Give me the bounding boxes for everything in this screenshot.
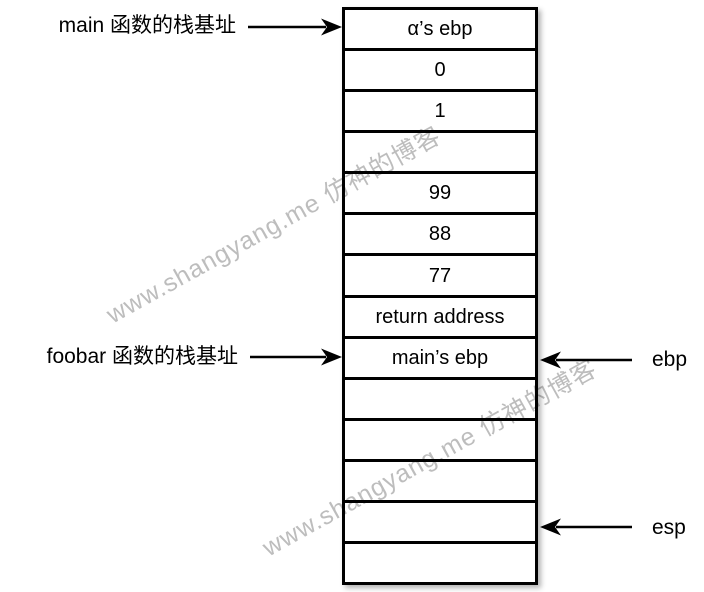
stack-cell-label: 88 bbox=[428, 223, 452, 246]
stack-row bbox=[345, 503, 535, 545]
stack-cell-label: main’s ebp bbox=[391, 346, 489, 369]
stack-row bbox=[345, 380, 535, 421]
foobar-base-arrow-icon bbox=[250, 348, 342, 366]
ebp-register-label: ebp bbox=[652, 348, 688, 371]
stack-row bbox=[345, 421, 535, 462]
stack-row: 88 bbox=[345, 215, 535, 257]
foobar-stack-base-label: foobar 函数的栈基址 bbox=[46, 345, 238, 368]
stack-memory-box: α’s ebp 0 1 99 88 77 return address main’s ebp bbox=[342, 7, 538, 585]
stack-cell-label: 99 bbox=[428, 182, 452, 205]
stack-row: α’s ebp bbox=[345, 10, 535, 52]
stack-row: return address bbox=[345, 298, 535, 339]
stack-row: 0 bbox=[345, 51, 535, 93]
esp-arrow-icon bbox=[540, 518, 632, 536]
stack-row: 99 bbox=[345, 174, 535, 216]
ebp-arrow-icon bbox=[540, 351, 632, 369]
stack-cell-label: 1 bbox=[434, 100, 446, 123]
stack-row bbox=[345, 462, 535, 503]
stack-cell-label: 77 bbox=[428, 264, 452, 287]
stack-row bbox=[345, 133, 535, 175]
main-stack-base-label: main 函数的栈基址 bbox=[58, 14, 236, 37]
stack-cell-label: α’s ebp bbox=[407, 18, 473, 41]
esp-register-label: esp bbox=[652, 516, 686, 539]
stack-cell-label: 0 bbox=[434, 59, 446, 82]
stack-row: 77 bbox=[345, 256, 535, 298]
main-base-arrow-icon bbox=[248, 18, 342, 36]
stack-cell-label: return address bbox=[375, 305, 505, 328]
stack-row: 1 bbox=[345, 92, 535, 134]
stack-row: main’s ebp bbox=[345, 339, 535, 380]
stack-row bbox=[345, 544, 535, 582]
